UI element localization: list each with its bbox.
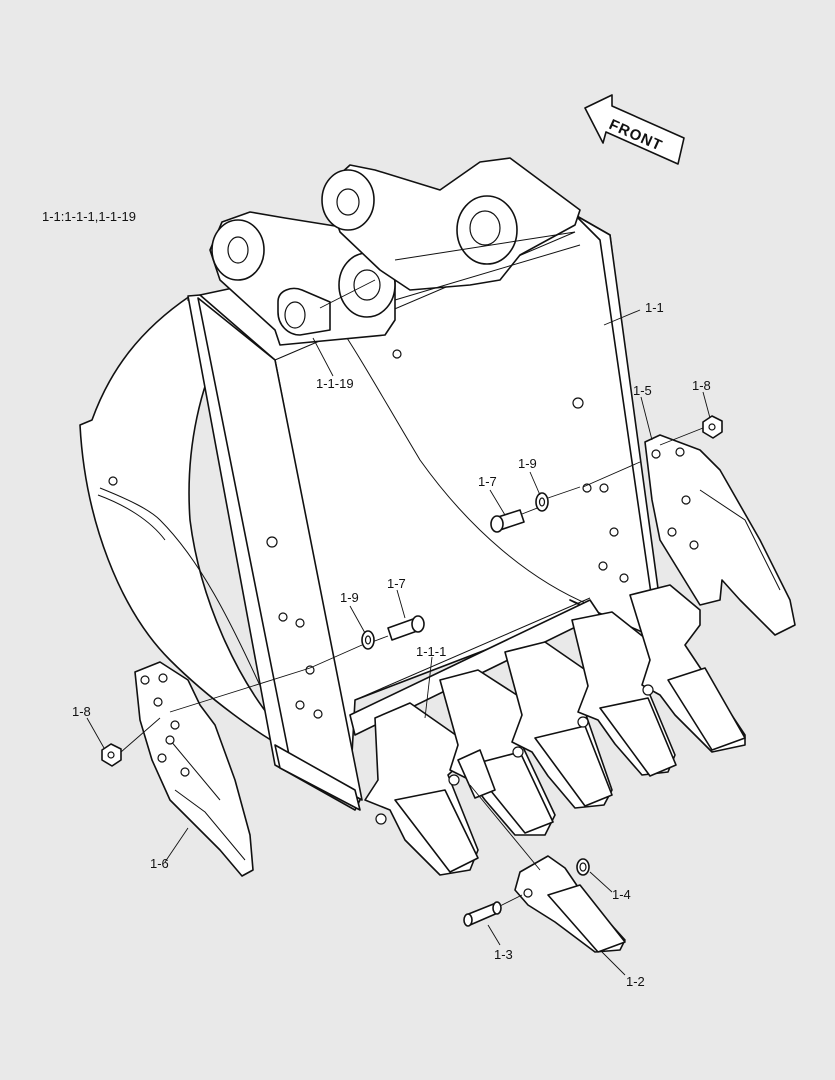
leader-lock [589,871,613,893]
leader-side-cutter-left [169,667,311,713]
leader-side-cutter-right-label [640,396,653,441]
leader-side-cutter-left-label [164,827,189,863]
lock [576,858,590,876]
mounting-brackets [209,157,581,346]
callout-side-cutter-right: 1-5 [633,383,652,398]
leader-pin [487,924,501,946]
leader-washer-right [529,471,541,496]
callout-nut-left: 1-8 [72,704,91,719]
leader-bushing [312,337,334,377]
callout-lock: 1-4 [612,887,631,902]
callout-bolt-left: 1-7 [387,576,406,591]
leader-nut-left [86,717,105,749]
callout-bushing: 1-1-19 [316,376,354,391]
header-note: 1-1:1-1-1,1-1-19 [42,209,136,224]
bolt-left [371,615,425,643]
side-cutter-left [134,661,254,877]
leader-side-cutter-right [582,461,641,488]
leader-adapter [424,656,433,719]
leader-washer-left [349,605,366,634]
callout-washer-left: 1-9 [340,590,359,605]
washer-left [309,630,375,669]
leader-bolt-left [396,589,406,619]
leader-nut-right [702,391,711,419]
callout-side-cutter-left: 1-6 [150,856,169,871]
leader-tooth [601,951,626,976]
leader-bolt-right [489,489,506,516]
callout-bucket: 1-1 [645,300,664,315]
nut-right [659,415,723,446]
front-arrow: FRONT [584,94,685,165]
bucket-body [79,214,666,811]
bolt-right [490,504,546,533]
callout-nut-right: 1-8 [692,378,711,393]
adapters-row [364,584,746,876]
callout-washer-right: 1-9 [518,456,537,471]
leader-bucket [603,309,641,326]
callout-bolt-right: 1-7 [478,474,497,489]
side-cutter-right [644,434,796,636]
callout-adapter: 1-1-1 [416,644,446,659]
bushing [277,279,376,336]
callout-tooth: 1-2 [626,974,645,989]
tooth-exploded [469,784,626,953]
washer-right [535,486,581,512]
callout-pin: 1-3 [494,947,513,962]
nut-left [101,717,161,767]
pin [463,894,523,927]
